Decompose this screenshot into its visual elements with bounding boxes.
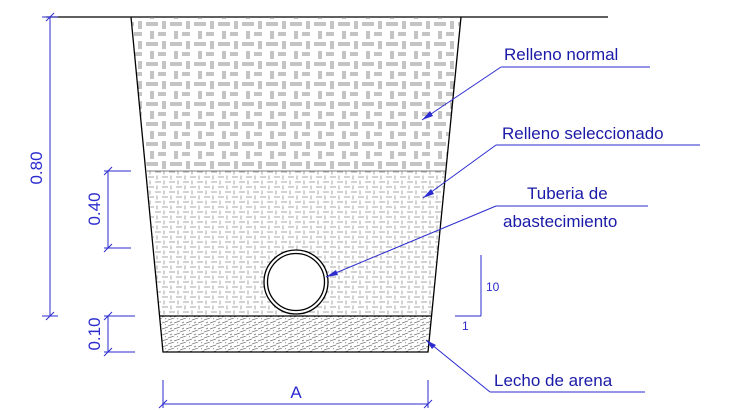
label-tuberia-line2: abastecimiento [503,212,617,231]
dimension-total-depth: 0.80 [27,12,58,321]
leader-lecho-arena: Lecho de arena [425,339,645,393]
trench-outline [130,16,462,353]
label-relleno-normal: Relleno normal [504,45,618,64]
label-relleno-seleccionado: Relleno seleccionado [502,124,664,143]
dimension-label-total-depth: 0.80 [27,151,46,184]
normal-fill-zone [131,17,461,171]
slope-rise-label: 10 [486,280,500,294]
leader-tuberia: Tuberia de abastecimiento [325,184,648,278]
dimension-sand-bed: 0.10 [85,311,135,357]
slope-run-label: 1 [462,319,469,333]
dimension-label-width: A [290,383,302,402]
sand-bed-zone [160,316,431,352]
selected-fill-zone [147,171,445,316]
dimension-label-sand-bed: 0.10 [85,317,104,350]
dimension-selected-fill: 0.40 [85,166,131,253]
slope-indicator: 10 1 [455,255,500,333]
dimension-label-selected-fill: 0.40 [85,192,104,225]
leader-relleno-seleccionado: Relleno seleccionado [422,124,700,199]
dimension-width: A [158,380,433,409]
pipe [263,249,329,315]
label-tuberia-line1: Tuberia de [527,184,608,203]
label-lecho-arena: Lecho de arena [494,371,613,390]
leader-relleno-normal: Relleno normal [421,45,650,121]
